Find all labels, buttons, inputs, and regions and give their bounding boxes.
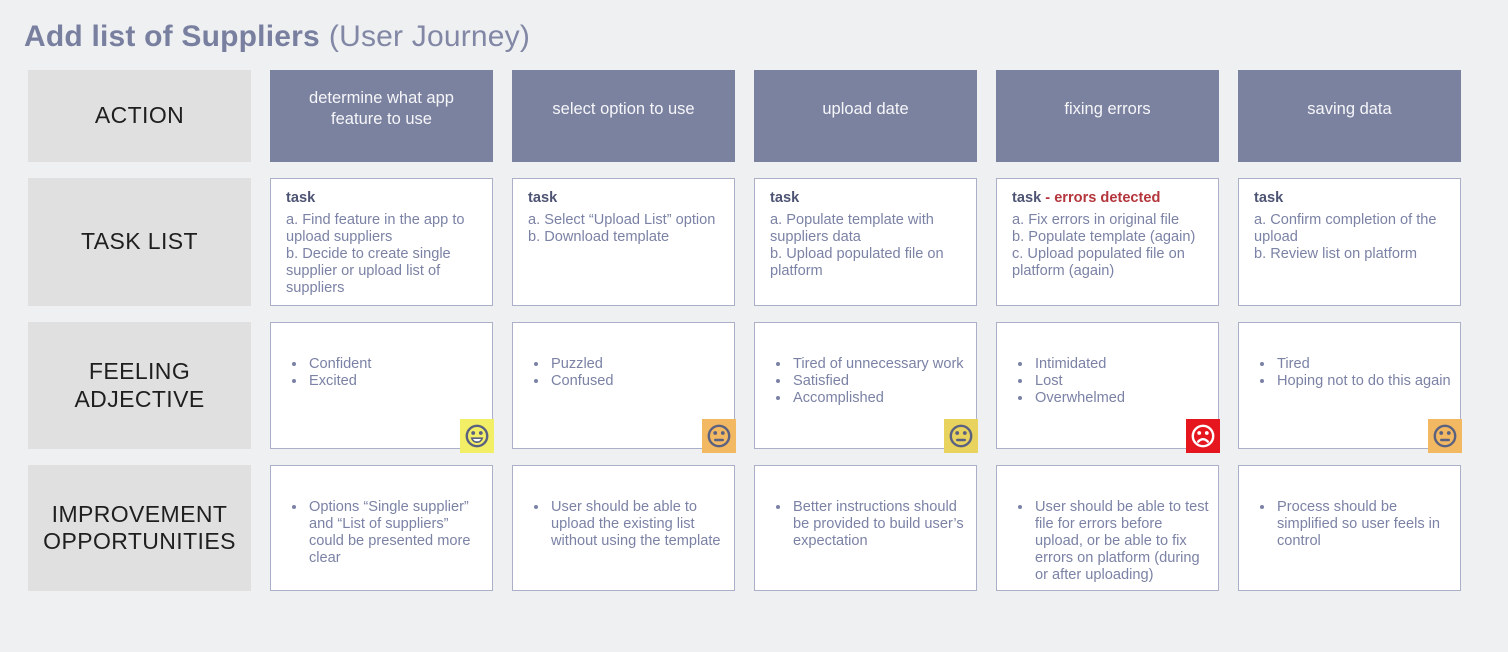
task-heading: task [1254,190,1448,207]
feeling-item: Intimidated [1033,356,1212,373]
task-items: a. Populate template with suppliers data… [770,212,964,280]
feeling-item: Confused [549,373,728,390]
neutral-emoji-icon [944,419,978,453]
feeling-item: Lost [1033,373,1212,390]
feeling-list: Intimidated Lost Overwhelmed [997,356,1218,407]
row-header-feeling-adjective: FEELING ADJECTIVE [28,322,251,449]
improvement-list: Better instructions should be provided t… [755,499,976,550]
action-step-1: determine what app feature to use [270,70,493,162]
improvement-card-3: Better instructions should be provided t… [754,465,977,591]
row-header-improvement-opportunities: IMPROVEMENT OPPORTUNITIES [28,465,251,591]
feeling-card-1: Confident Excited [270,322,494,453]
task-heading: task [528,190,722,207]
action-step-5: saving data [1238,70,1461,162]
task-heading: task - errors detected [1012,190,1206,207]
action-step-4: fixing errors [996,70,1219,162]
task-card-2: task a. Select “Upload List” option b. D… [512,178,735,306]
task-heading-errors-detected: - errors detected [1041,190,1161,206]
improvement-card-1: Options “Single supplier” and “List of s… [270,465,493,591]
page-title: Add list of Suppliers(User Journey) [24,20,1508,54]
feeling-item: Overwhelmed [1033,390,1212,407]
task-items: a. Confirm completion of the upload b. R… [1254,212,1448,263]
task-heading-label: task [286,190,316,206]
task-heading-label: task [1254,190,1284,206]
improvement-item: User should be able to test file for err… [1033,499,1212,584]
feeling-item: Puzzled [549,356,728,373]
task-heading-label: task [528,190,558,206]
task-items: a. Fix errors in original file b. Popula… [1012,212,1206,280]
task-items: a. Find feature in the app to upload sup… [286,212,480,297]
improvement-item: Process should be simplified so user fee… [1275,499,1454,550]
task-heading-label: task [770,190,800,206]
task-items: a. Select “Upload List” option b. Downlo… [528,212,722,246]
happy-emoji-icon [460,419,494,453]
improvement-item: Better instructions should be provided t… [791,499,970,550]
task-heading: task [770,190,964,207]
feeling-card-4: Intimidated Lost Overwhelmed [996,322,1220,453]
task-item: c. Upload populated file on platform (ag… [1012,246,1185,279]
task-item: b. Download template [528,229,670,245]
improvement-item: User should be able to upload the existi… [549,499,728,550]
task-item: a. Find feature in the app to upload sup… [286,212,465,245]
task-item: b. Populate template (again) [1012,229,1196,245]
task-card-3: task a. Populate template with suppliers… [754,178,977,306]
improvement-list: User should be able to test file for err… [997,499,1218,584]
feeling-item: Hoping not to do this again [1275,373,1454,390]
feeling-list: Confident Excited [271,356,492,390]
improvement-item: Options “Single supplier” and “List of s… [307,499,486,567]
page-title-main: Add list of Suppliers [24,20,320,53]
task-card-5: task a. Confirm completion of the upload… [1238,178,1461,306]
feeling-card-3: Tired of unnecessary work Satisfied Acco… [754,322,978,453]
task-item: a. Select “Upload List” option [528,212,716,228]
task-item: b. Review list on platform [1254,246,1418,262]
action-step-3: upload date [754,70,977,162]
task-item: a. Populate template with suppliers data [770,212,934,245]
task-item: a. Confirm completion of the upload [1254,212,1437,245]
feeling-list: Tired of unnecessary work Satisfied Acco… [755,356,976,407]
feeling-item: Excited [307,373,486,390]
feeling-item: Tired [1275,356,1454,373]
page-title-suffix: (User Journey) [328,20,531,53]
sad-emoji-icon [1186,419,1220,453]
improvement-list: User should be able to upload the existi… [513,499,734,550]
feeling-item: Satisfied [791,373,970,390]
improvement-card-4: User should be able to test file for err… [996,465,1219,591]
task-item: b. Upload populated file on platform [770,246,944,279]
improvement-card-2: User should be able to upload the existi… [512,465,735,591]
action-step-2: select option to use [512,70,735,162]
row-header-task-list: TASK LIST [28,178,251,306]
task-item: a. Fix errors in original file [1012,212,1180,228]
feeling-card-2: Puzzled Confused [512,322,736,453]
neutral-emoji-icon [702,419,736,453]
task-heading: task [286,190,480,207]
improvement-list: Options “Single supplier” and “List of s… [271,499,492,567]
feeling-list: Puzzled Confused [513,356,734,390]
task-card-4: task - errors detected a. Fix errors in … [996,178,1219,306]
neutral-emoji-icon [1428,419,1462,453]
task-heading-label: task [1012,190,1042,206]
feeling-item: Accomplished [791,390,970,407]
improvement-list: Process should be simplified so user fee… [1239,499,1460,550]
task-card-1: task a. Find feature in the app to uploa… [270,178,493,306]
task-item: b. Decide to create single supplier or u… [286,246,451,296]
feeling-card-5: Tired Hoping not to do this again [1238,322,1462,453]
user-journey-grid: ACTION determine what app feature to use… [28,70,1462,591]
row-header-action: ACTION [28,70,251,162]
feeling-item: Confident [307,356,486,373]
improvement-card-5: Process should be simplified so user fee… [1238,465,1461,591]
feeling-list: Tired Hoping not to do this again [1239,356,1460,390]
feeling-item: Tired of unnecessary work [791,356,970,373]
